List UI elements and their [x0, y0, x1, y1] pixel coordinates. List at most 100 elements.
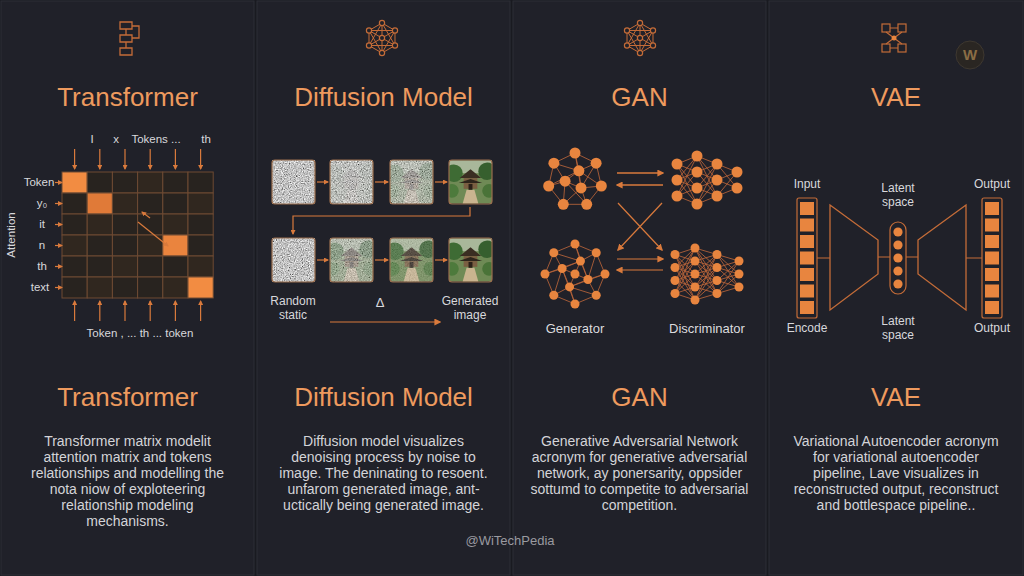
neural-network [571, 300, 580, 309]
adversarial-arrow [617, 258, 663, 259]
autoencoder-pipeline [800, 219, 814, 232]
adversarial-arrow [618, 203, 662, 250]
neural-network [592, 248, 601, 257]
autoencoder-pipeline [800, 285, 814, 298]
attention-matrix [163, 193, 188, 214]
neural-network [541, 270, 550, 279]
model-panel: VAEVAEVariational Autoencoder acronym fo… [769, 1, 1023, 575]
layer-label: Latent space [872, 315, 924, 343]
neural-network [691, 244, 700, 253]
denoising-sequence [326, 160, 377, 204]
denoising-sequence [375, 259, 388, 260]
attention-matrix [163, 214, 188, 235]
panel-description: Transformer matrix modelit attention mat… [21, 433, 235, 529]
neural-network [560, 176, 571, 187]
autoencoder-pipeline [890, 222, 906, 294]
model-icon [886, 28, 902, 48]
attention-matrix [112, 214, 137, 235]
token-label: Tokens ... [131, 133, 180, 146]
denoising-sequence [272, 160, 315, 204]
denoising-sequence [390, 238, 433, 282]
panel-description: Variational Autoencoder acronym for vari… [787, 433, 1005, 513]
denoising-sequence [449, 160, 492, 204]
denoising-sequence [330, 238, 373, 282]
denoising-sequence [330, 321, 440, 322]
denoising-sequence [386, 161, 437, 204]
neural-network [571, 270, 580, 279]
denoising-sequence [326, 239, 377, 282]
attention-matrix [87, 235, 112, 256]
attention-matrix [163, 256, 188, 277]
neural-network [712, 159, 723, 170]
token-label: th [201, 133, 211, 146]
row-label: th [37, 260, 47, 273]
model-icon [392, 43, 397, 48]
network-block: Generator [533, 140, 617, 336]
attention-matrix [150, 149, 151, 169]
neural-network [591, 158, 602, 169]
neural-network [712, 175, 723, 186]
attention-matrix [138, 222, 168, 246]
attention-matrix [112, 172, 137, 193]
model-icon [637, 20, 642, 25]
model-icon [627, 23, 640, 46]
row-label: it [39, 218, 45, 231]
model-icon [882, 44, 890, 52]
autoencoder-pipeline [985, 252, 999, 265]
model-icon [882, 24, 906, 52]
attention-matrix [150, 301, 151, 321]
model-icon [624, 43, 629, 48]
autoencoder-pipeline [985, 268, 999, 281]
model-icon [392, 28, 397, 33]
neural-network [558, 264, 567, 273]
neural-network [672, 191, 683, 202]
neural-network [592, 291, 601, 300]
neural-network [571, 240, 580, 249]
axis-title: Attention [5, 212, 18, 257]
neural-network [732, 167, 743, 178]
attention-matrix [87, 256, 112, 277]
denoising-sequence [445, 239, 496, 282]
row-label: text [31, 281, 50, 294]
autoencoder-pipeline [800, 202, 814, 215]
adversarial-arrow [618, 203, 662, 250]
adversarial-arrow [617, 269, 663, 270]
autoencoder-pipeline [797, 198, 1002, 318]
attention-matrix [55, 203, 62, 204]
denoising-sequence [445, 161, 496, 204]
autoencoder-pipeline [893, 253, 902, 262]
autoencoder-pipeline [893, 266, 902, 275]
denoising-sequence [445, 160, 496, 204]
attention-matrix [124, 301, 125, 321]
row-label: Token [24, 176, 55, 189]
attention-matrix [188, 214, 213, 235]
neural-network [691, 283, 700, 292]
token-label: I [90, 133, 93, 146]
neural-network [671, 276, 680, 285]
neural-network [692, 167, 703, 178]
denoising-sequence [330, 160, 373, 204]
denoising-sequence [435, 181, 447, 182]
attention-matrix [55, 149, 213, 321]
neural-network [713, 276, 722, 285]
autoencoder-pipeline [817, 257, 982, 258]
attention-matrix [188, 256, 213, 277]
neural-network [541, 240, 610, 309]
model-panel: GANGANGenerative Adversarial Network acr… [513, 1, 766, 575]
neural-network [565, 282, 574, 291]
denoising-sequence [386, 239, 437, 282]
model-panel: Diffusion ModelDiffusion ModelDiffusion … [257, 1, 510, 575]
stage-label: Generated image [437, 295, 503, 323]
denoising-sequence [272, 238, 315, 282]
neural-network [601, 270, 610, 279]
panel-title: Diffusion Model [257, 382, 510, 412]
attention-matrix [99, 149, 100, 169]
attention-matrix [62, 193, 87, 214]
model-icon [650, 28, 655, 33]
model-icon [650, 43, 655, 48]
neural-network [735, 283, 744, 292]
model-icon [898, 24, 906, 32]
neural-network [583, 275, 592, 284]
